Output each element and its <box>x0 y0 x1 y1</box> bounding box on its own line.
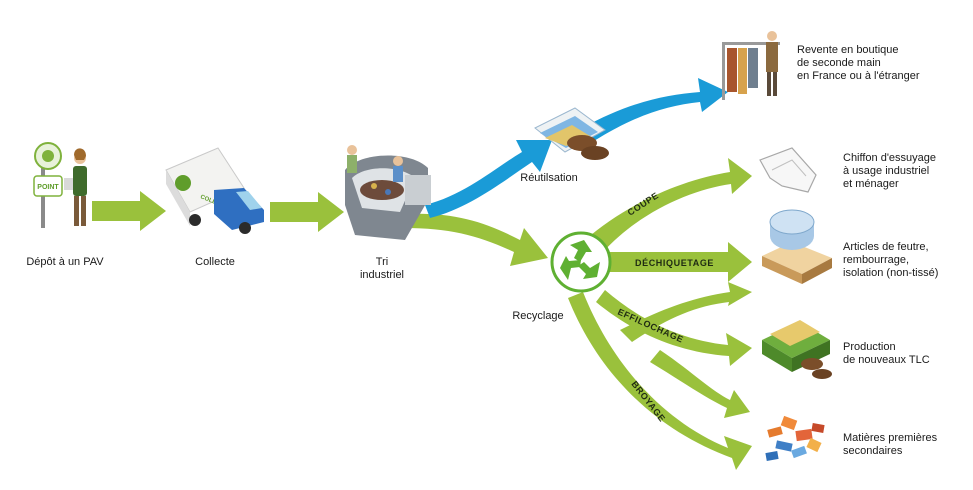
person-at-collection-point-icon: POINT <box>33 142 87 228</box>
branch-effilochage-down <box>650 350 750 418</box>
arrow-depot-to-collecte <box>92 191 166 231</box>
step-tri-line2: industriel <box>359 269 405 281</box>
step-depot-label: Dépôt à un PAV <box>26 256 104 268</box>
outcome-feutre-line2: rembourrage, <box>843 254 910 266</box>
clothes-and-shoes-icon <box>534 107 609 160</box>
process-broyage-label: BROYAGE <box>629 379 667 424</box>
outcome-chiffon-label: Chiffon d'essuyage à usage industriel et… <box>843 152 963 191</box>
main-flow-arrows <box>92 191 344 232</box>
collection-truck-icon: COLLECTE <box>165 147 264 234</box>
outcome-tlc-line2: de nouveaux TLC <box>843 354 930 366</box>
outcome-tlc-label: Production de nouveaux TLC <box>843 341 963 367</box>
outcome-tlc-line1: Production <box>843 341 896 353</box>
recycle-icon <box>550 231 612 293</box>
outcome-feutre-line1: Articles de feutre, <box>843 241 929 253</box>
cloth-rag-icon <box>759 147 817 193</box>
outcome-feutre-label: Articles de feutre, rembourrage, isolati… <box>843 241 968 280</box>
outcome-revente-line2: de seconde main <box>797 57 881 69</box>
arrow-tri-to-reutilisation <box>425 140 552 218</box>
step-reutilisation-label: Réutilsation <box>520 172 578 184</box>
outcome-matieres-label: Matières premières secondaires <box>843 432 963 458</box>
outcome-revente-line3: en France ou à l'étranger <box>797 70 920 82</box>
branch-coupe <box>585 158 752 252</box>
step-recyclage-label: Recyclage <box>512 310 564 322</box>
felt-roll-icon <box>762 209 832 284</box>
step-collecte-label: Collecte <box>195 256 235 268</box>
outcome-chiffon-line1: Chiffon d'essuyage <box>843 152 937 164</box>
new-textiles-icon <box>762 320 832 379</box>
outcome-revente-label: Revente en boutique de seconde main en F… <box>797 44 957 83</box>
sorting-station-icon <box>345 145 431 240</box>
step-tri-line1: Tri <box>375 256 389 268</box>
process-dechiquetage-label: DÉCHIQUETAGE <box>635 258 714 268</box>
branch-feutre-up <box>620 282 752 342</box>
outcome-revente-line1: Revente en boutique <box>797 44 899 56</box>
outcome-feutre-line3: isolation (non-tissé) <box>843 267 939 279</box>
arrow-collecte-to-tri <box>270 192 344 232</box>
clothing-rack-icon <box>722 31 780 100</box>
outcome-matieres-line1: Matières premières <box>843 432 938 444</box>
outcome-matieres-line2: secondaires <box>843 445 903 457</box>
svg-text:POINT: POINT <box>37 184 59 191</box>
step-tri-label: Tri industriel <box>352 256 412 282</box>
outcome-chiffon-line3: et ménager <box>843 178 899 190</box>
branch-broyage <box>568 292 752 470</box>
recycling-branches <box>568 158 752 470</box>
branch-dechiquetage <box>600 242 752 282</box>
secondary-raw-materials-icon <box>765 415 825 461</box>
arrow-tri-to-recyclage <box>405 213 548 266</box>
branch-effilochage <box>596 290 752 366</box>
arrow-reutilisation-to-revente <box>570 78 728 150</box>
outcome-chiffon-line2: à usage industriel <box>843 165 930 177</box>
